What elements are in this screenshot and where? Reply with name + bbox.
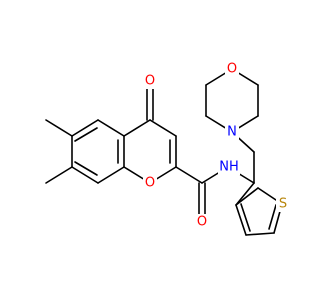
bond bbox=[97, 119, 125, 137]
ketone-oxygen-atom: O bbox=[143, 73, 157, 89]
bond-layer bbox=[45, 68, 283, 236]
amide-nitrogen-atom: NH bbox=[218, 159, 240, 175]
atom-label: O bbox=[227, 62, 237, 77]
bond bbox=[123, 119, 151, 137]
atom-label: NH bbox=[219, 160, 239, 175]
bond bbox=[268, 204, 277, 230]
bond bbox=[45, 119, 73, 137]
bond bbox=[71, 119, 99, 137]
morpholine-oxygen-atom: O bbox=[225, 61, 239, 77]
atom-label: O bbox=[145, 176, 155, 191]
bond bbox=[235, 182, 255, 206]
atom-label: O bbox=[197, 215, 207, 230]
bond bbox=[235, 187, 259, 206]
bond bbox=[175, 166, 203, 184]
bond bbox=[97, 166, 125, 184]
bond bbox=[235, 204, 247, 236]
atom-label: N bbox=[227, 125, 237, 140]
ring-oxygen-atom: O bbox=[143, 175, 157, 191]
bond bbox=[74, 127, 98, 142]
thiophene-sulfur-atom: S bbox=[276, 196, 290, 212]
bond bbox=[74, 161, 98, 176]
bond bbox=[71, 166, 99, 184]
atom-label: O bbox=[145, 74, 155, 89]
amide-oxygen-atom: O bbox=[195, 214, 209, 230]
bond bbox=[240, 203, 251, 232]
bond bbox=[149, 119, 177, 137]
bond bbox=[245, 232, 275, 236]
morpholine-nitrogen-atom: N bbox=[225, 124, 239, 140]
molecule-structure: O O O NH N O S bbox=[45, 61, 290, 236]
bond bbox=[45, 166, 73, 184]
atom-layer: O O O NH N O S bbox=[143, 61, 290, 230]
atom-label: S bbox=[279, 197, 287, 212]
